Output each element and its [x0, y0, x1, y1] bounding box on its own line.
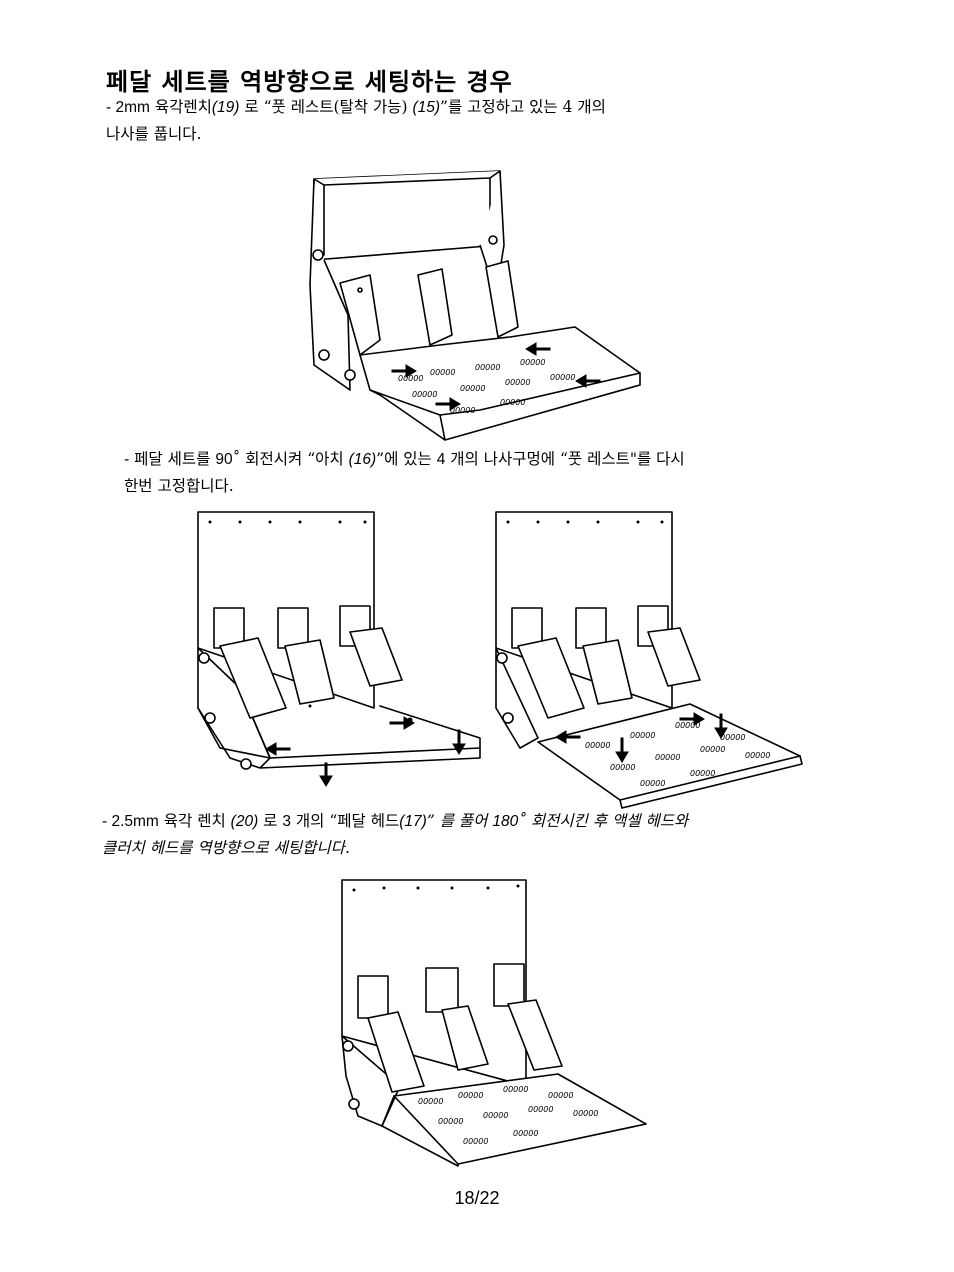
step1-line1: - 2mm 육각렌치(19) 로 “풋 레스트(탈착 가능) (15)”를 고정…: [106, 98, 606, 116]
svg-text:00000: 00000: [460, 384, 485, 393]
svg-text:00000: 00000: [463, 1137, 488, 1146]
step2-instruction: - 페달 세트를 90˚ 회전시켜 “아치 (16)”에 있는 4 개의 나사구…: [124, 446, 685, 499]
svg-text:00000: 00000: [458, 1091, 483, 1100]
pedal-group: [511, 605, 701, 719]
svg-text:00000: 00000: [610, 763, 635, 772]
pedal-group: [339, 260, 519, 356]
arrow-icon: [265, 742, 291, 756]
arrow-icon: [714, 713, 728, 739]
figure-pedal-heads-reversed: 00000 00000 00000 00000 00000 00000 0000…: [341, 879, 647, 1167]
svg-text:00000: 00000: [655, 753, 680, 762]
arrow-icon: [389, 716, 415, 730]
svg-text:00000: 00000: [700, 745, 725, 754]
svg-text:00000: 00000: [675, 721, 700, 730]
pedal-group: [357, 963, 563, 1093]
svg-text:00000: 00000: [475, 363, 500, 372]
arrow-icon: [679, 712, 705, 726]
svg-text:00000: 00000: [745, 751, 770, 760]
svg-text:00000: 00000: [520, 358, 545, 367]
arrow-icon: [391, 364, 417, 378]
arrow-icon: [452, 729, 466, 755]
page-number: 18/22: [454, 1188, 500, 1208]
svg-text:00000: 00000: [550, 373, 575, 382]
page-title: 페달 세트를 역방향으로 세팅하는 경우: [106, 68, 513, 96]
svg-text:00000: 00000: [573, 1109, 598, 1118]
svg-text:00000: 00000: [720, 733, 745, 742]
step3-instruction: - 2.5mm 육각 렌치 (20) 로 3 개의 “페달 헤드(17)” 를 …: [102, 808, 688, 861]
step2-line2: 한번 고정합니다.: [124, 477, 234, 495]
arrow-icon: [555, 730, 581, 744]
svg-text:00000: 00000: [430, 368, 455, 377]
svg-text:00000: 00000: [640, 779, 665, 788]
svg-text:00000: 00000: [505, 378, 530, 387]
arrow-icon: [435, 397, 461, 411]
arrow-icon: [575, 374, 601, 388]
pedal-group: [213, 605, 403, 719]
step3-line2: 클러치 헤드를 역방향으로 세팅합니다.: [102, 839, 350, 857]
svg-text:00000: 00000: [528, 1105, 553, 1114]
svg-text:00000: 00000: [690, 769, 715, 778]
svg-text:00000: 00000: [398, 374, 423, 383]
svg-text:00000: 00000: [503, 1085, 528, 1094]
arrow-icon: [319, 762, 333, 787]
svg-text:00000: 00000: [513, 1129, 538, 1138]
svg-text:00000: 00000: [450, 406, 475, 415]
figure-pedal-set-rotated-no-footrest: [197, 511, 481, 787]
svg-text:00000: 00000: [438, 1117, 463, 1126]
svg-text:00000: 00000: [500, 398, 525, 407]
svg-text:00000: 00000: [418, 1097, 443, 1106]
figure-pedal-set-original: 00000 00000 00000 00000 00000 00000 0000…: [309, 170, 641, 441]
figure-pedal-set-rotated-with-footrest: 00000 00000 00000 00000 00000 00000 0000…: [495, 511, 803, 809]
arrow-icon: [525, 342, 551, 356]
svg-text:00000: 00000: [412, 390, 437, 399]
arrow-icon: [615, 737, 629, 763]
step1-instruction: - 2mm 육각렌치(19) 로 “풋 레스트(탈착 가능) (15)”를 고정…: [106, 94, 606, 147]
step2-line1: - 페달 세트를 90˚ 회전시켜 “아치 (16)”에 있는 4 개의 나사구…: [124, 450, 685, 468]
svg-text:00000: 00000: [630, 731, 655, 740]
svg-text:00000: 00000: [548, 1091, 573, 1100]
svg-text:00000: 00000: [585, 741, 610, 750]
step3-line1: - 2.5mm 육각 렌치 (20) 로 3 개의 “페달 헤드(17)” 를 …: [102, 812, 689, 830]
step1-line2: 나사를 풉니다.: [106, 125, 202, 143]
svg-text:00000: 00000: [483, 1111, 508, 1120]
